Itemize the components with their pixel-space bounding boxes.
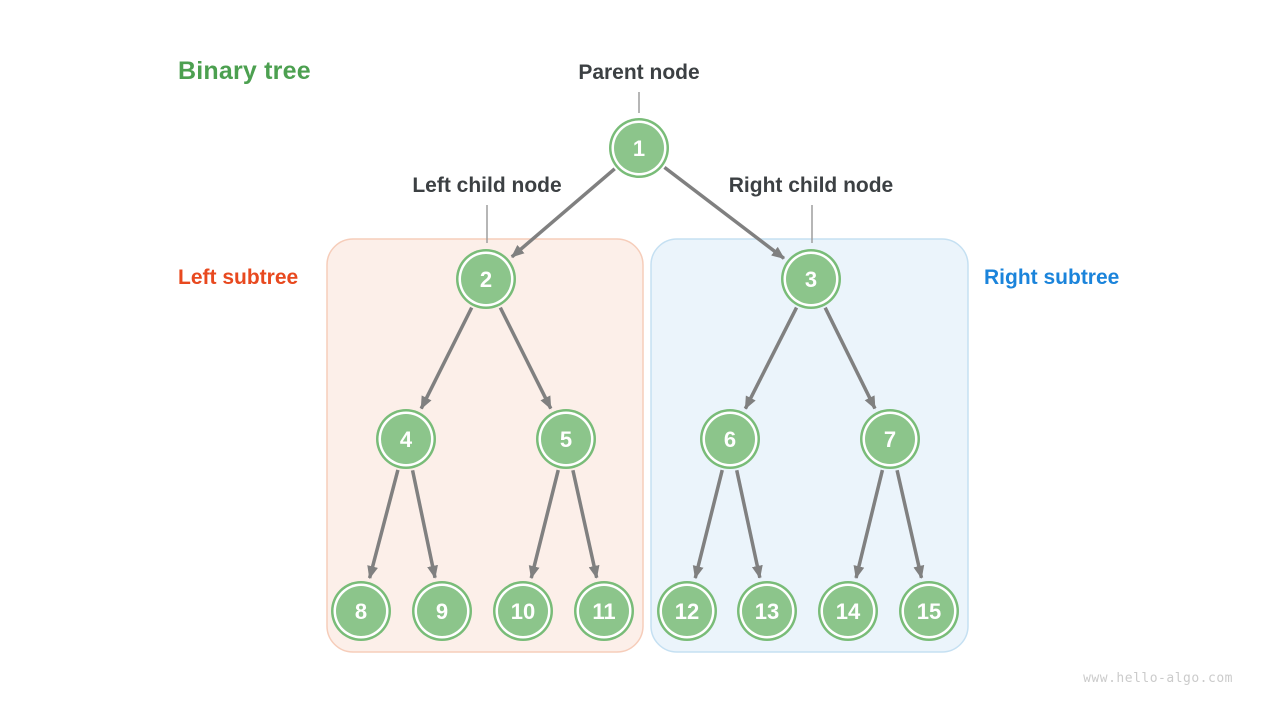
tree-node-9: 9 [412,581,472,641]
node-disc [417,586,467,636]
tree-node-10: 10 [493,581,553,641]
tree-edge-2-4 [419,306,474,410]
node-value: 13 [755,599,779,624]
node-value: 15 [917,599,941,624]
node-value: 11 [592,599,615,624]
right-subtree-region [650,238,969,653]
node-disc [662,586,712,636]
node-disc [381,414,431,464]
node-disc [336,586,386,636]
node-disc [904,586,954,636]
tree-edge-5-11 [571,469,600,579]
left-subtree-label: Left subtree [178,266,299,289]
tree-node-3: 3 [781,249,841,309]
node-value: 8 [355,599,367,624]
parent-node-label: Parent node [578,61,700,84]
tree-edge-5-10 [528,469,560,579]
left-subtree-region [326,238,644,653]
node-value: 1 [633,136,645,161]
tree-edge-4-8 [367,469,400,580]
node-value: 4 [400,427,413,452]
tree-node-4: 4 [376,409,436,469]
tree-edge-6-13 [735,469,763,579]
node-value: 3 [805,267,817,292]
diagram-title: Binary tree [178,57,311,85]
node-disc [705,414,755,464]
tree-node-2: 2 [456,249,516,309]
node-disc [614,123,664,173]
node-disc [461,254,511,304]
right-subtree-label: Right subtree [984,266,1120,289]
node-disc [579,586,629,636]
node-disc [865,414,915,464]
node-disc [786,254,836,304]
node-disc [541,414,591,464]
right-child-node-label: Right child node [728,174,894,197]
tree-node-13: 13 [737,581,797,641]
node-value: 14 [836,599,861,624]
node-value: 7 [884,427,896,452]
watermark: www.hello-algo.com [1083,671,1233,686]
node-value: 12 [675,599,699,624]
tree-node-14: 14 [818,581,878,641]
tree-edge-1-2 [510,167,616,259]
tree-edge-2-5 [498,306,553,410]
tree-edge-1-3 [663,165,786,260]
tree-edge-3-6 [743,306,799,410]
node-value: 6 [724,427,736,452]
tree-node-1: 1 [609,118,669,178]
tree-node-7: 7 [860,409,920,469]
tree-node-5: 5 [536,409,596,469]
tree-node-8: 8 [331,581,391,641]
tree-edge-4-9 [410,469,438,579]
tree-edge-3-7 [823,306,877,410]
tree-node-15: 15 [899,581,959,641]
left-child-node-label: Left child node [412,174,562,197]
node-value: 2 [480,267,492,292]
node-disc [823,586,873,636]
tree-node-12: 12 [657,581,717,641]
tree-edge-7-15 [895,469,925,579]
tree-node-6: 6 [700,409,760,469]
tree-node-11: 11 [574,581,634,641]
node-value: 9 [436,599,448,624]
tree-edge-7-14 [853,469,885,579]
node-value: 10 [511,599,535,624]
tree-edge-6-12 [692,469,724,579]
node-disc [498,586,548,636]
node-disc [742,586,792,636]
node-value: 5 [560,427,572,452]
